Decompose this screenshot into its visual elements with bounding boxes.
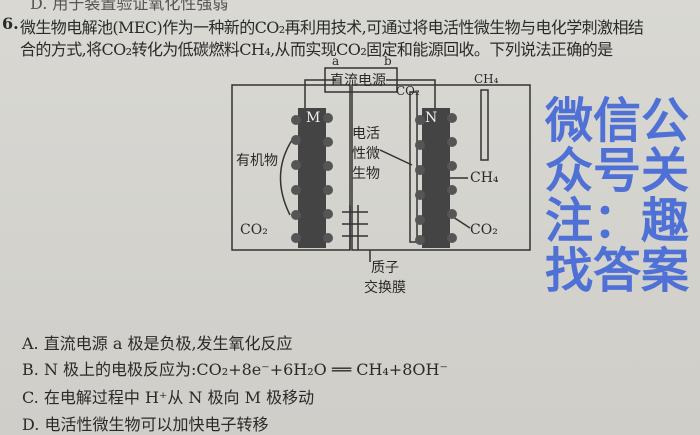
watermark: 微信公众号关注：趣找答案	[545, 93, 690, 299]
anode-chamber	[231, 84, 351, 251]
power-supply-label: 直流电源	[330, 73, 386, 89]
electrode-n-label: N	[425, 110, 438, 126]
option-c-text: 在电解过程中 H⁺从 N 极向 M 极移动	[43, 388, 315, 407]
ch4-outlet-tube	[480, 89, 489, 161]
microbe-label: 电活 性微 生物	[352, 124, 380, 184]
previous-option-line: D. 用于装置验证氧化性强弱	[30, 0, 229, 13]
question-number: 6.	[2, 14, 19, 33]
membrane-label: 质子 交换膜	[364, 258, 406, 298]
microbe-pointer	[379, 149, 413, 166]
electrode-m	[298, 108, 326, 248]
microbe-dots	[291, 113, 457, 245]
proton-membrane	[342, 205, 368, 250]
co2-right-label: CO₂	[470, 222, 498, 238]
terminal-a: a	[332, 54, 340, 68]
question-line-2: 合的方式,将CO₂转化为低碳燃料CH₄,从而实现CO₂固定和能源回收。下列说法正…	[20, 40, 613, 59]
option-d-label: D.	[22, 415, 40, 434]
organic-label: 有机物	[236, 153, 278, 169]
option-c[interactable]: C. 在电解过程中 H⁺从 N 极向 M 极移动	[22, 384, 314, 408]
cathode-chamber	[351, 84, 531, 251]
option-b[interactable]: B. N 极上的电极反应为:CO₂+8e⁻+6H₂O ══ CH₄+8OH⁻	[22, 356, 448, 380]
option-b-text: N 极上的电极反应为:CO₂+8e⁻+6H₂O ══ CH₄+8OH⁻	[43, 360, 448, 379]
wires	[304, 79, 436, 110]
oxidation-arrow	[279, 139, 293, 216]
electrode-n	[422, 108, 450, 248]
option-a[interactable]: A. 直流电源 a 极是负极,发生氧化反应	[22, 330, 293, 354]
co2-left-label: CO₂	[240, 222, 268, 238]
option-b-label: B.	[22, 360, 39, 379]
electrode-m-label: M	[306, 110, 321, 126]
membrane-label-2: 交换膜	[364, 280, 406, 296]
microbe-label-1: 电活	[352, 126, 380, 142]
microbe-label-3: 生物	[352, 166, 380, 182]
option-d[interactable]: D. 电活性微生物可以加快电子转移	[22, 411, 268, 435]
terminal-b: b	[384, 54, 392, 68]
option-c-label: C.	[22, 388, 39, 407]
question-line-1: 微生物电解池(MEC)作为一种新的CO₂再利用技术,可通过将电活性微生物与电化学…	[20, 18, 644, 37]
co2-top-label: CO₂	[396, 84, 420, 98]
microbe-label-2: 性微	[352, 146, 380, 162]
option-a-text: 直流电源 a 极是负极,发生氧化反应	[43, 334, 293, 353]
option-d-text: 电活性微生物可以加快电子转移	[44, 415, 269, 434]
membrane-label-1: 质子	[371, 260, 399, 276]
option-a-label: A.	[22, 334, 39, 353]
ch4-right-label: CH₄	[470, 170, 499, 186]
ch4-top-label: CH₄	[474, 72, 499, 86]
